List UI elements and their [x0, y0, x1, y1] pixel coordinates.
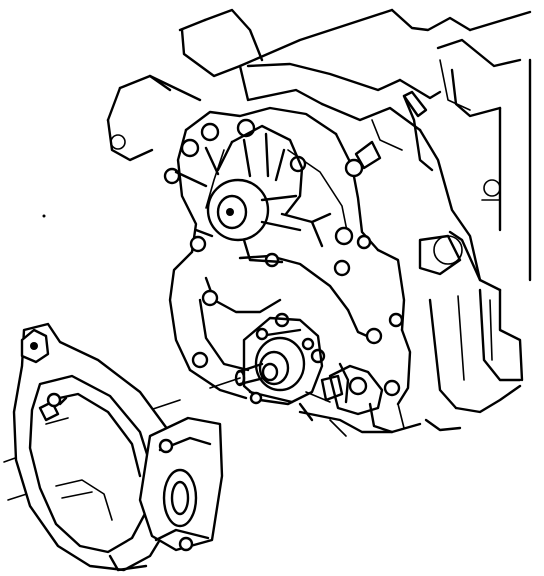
water-pump [174, 124, 332, 264]
crankshaft-position-sensor [305, 362, 394, 434]
scan-speck [42, 214, 46, 218]
engine-block [106, 8, 532, 432]
transmission-adapter-plate [12, 322, 224, 572]
front-cover [163, 106, 412, 406]
crankshaft-seal [234, 316, 324, 406]
oil-pan [298, 402, 422, 437]
